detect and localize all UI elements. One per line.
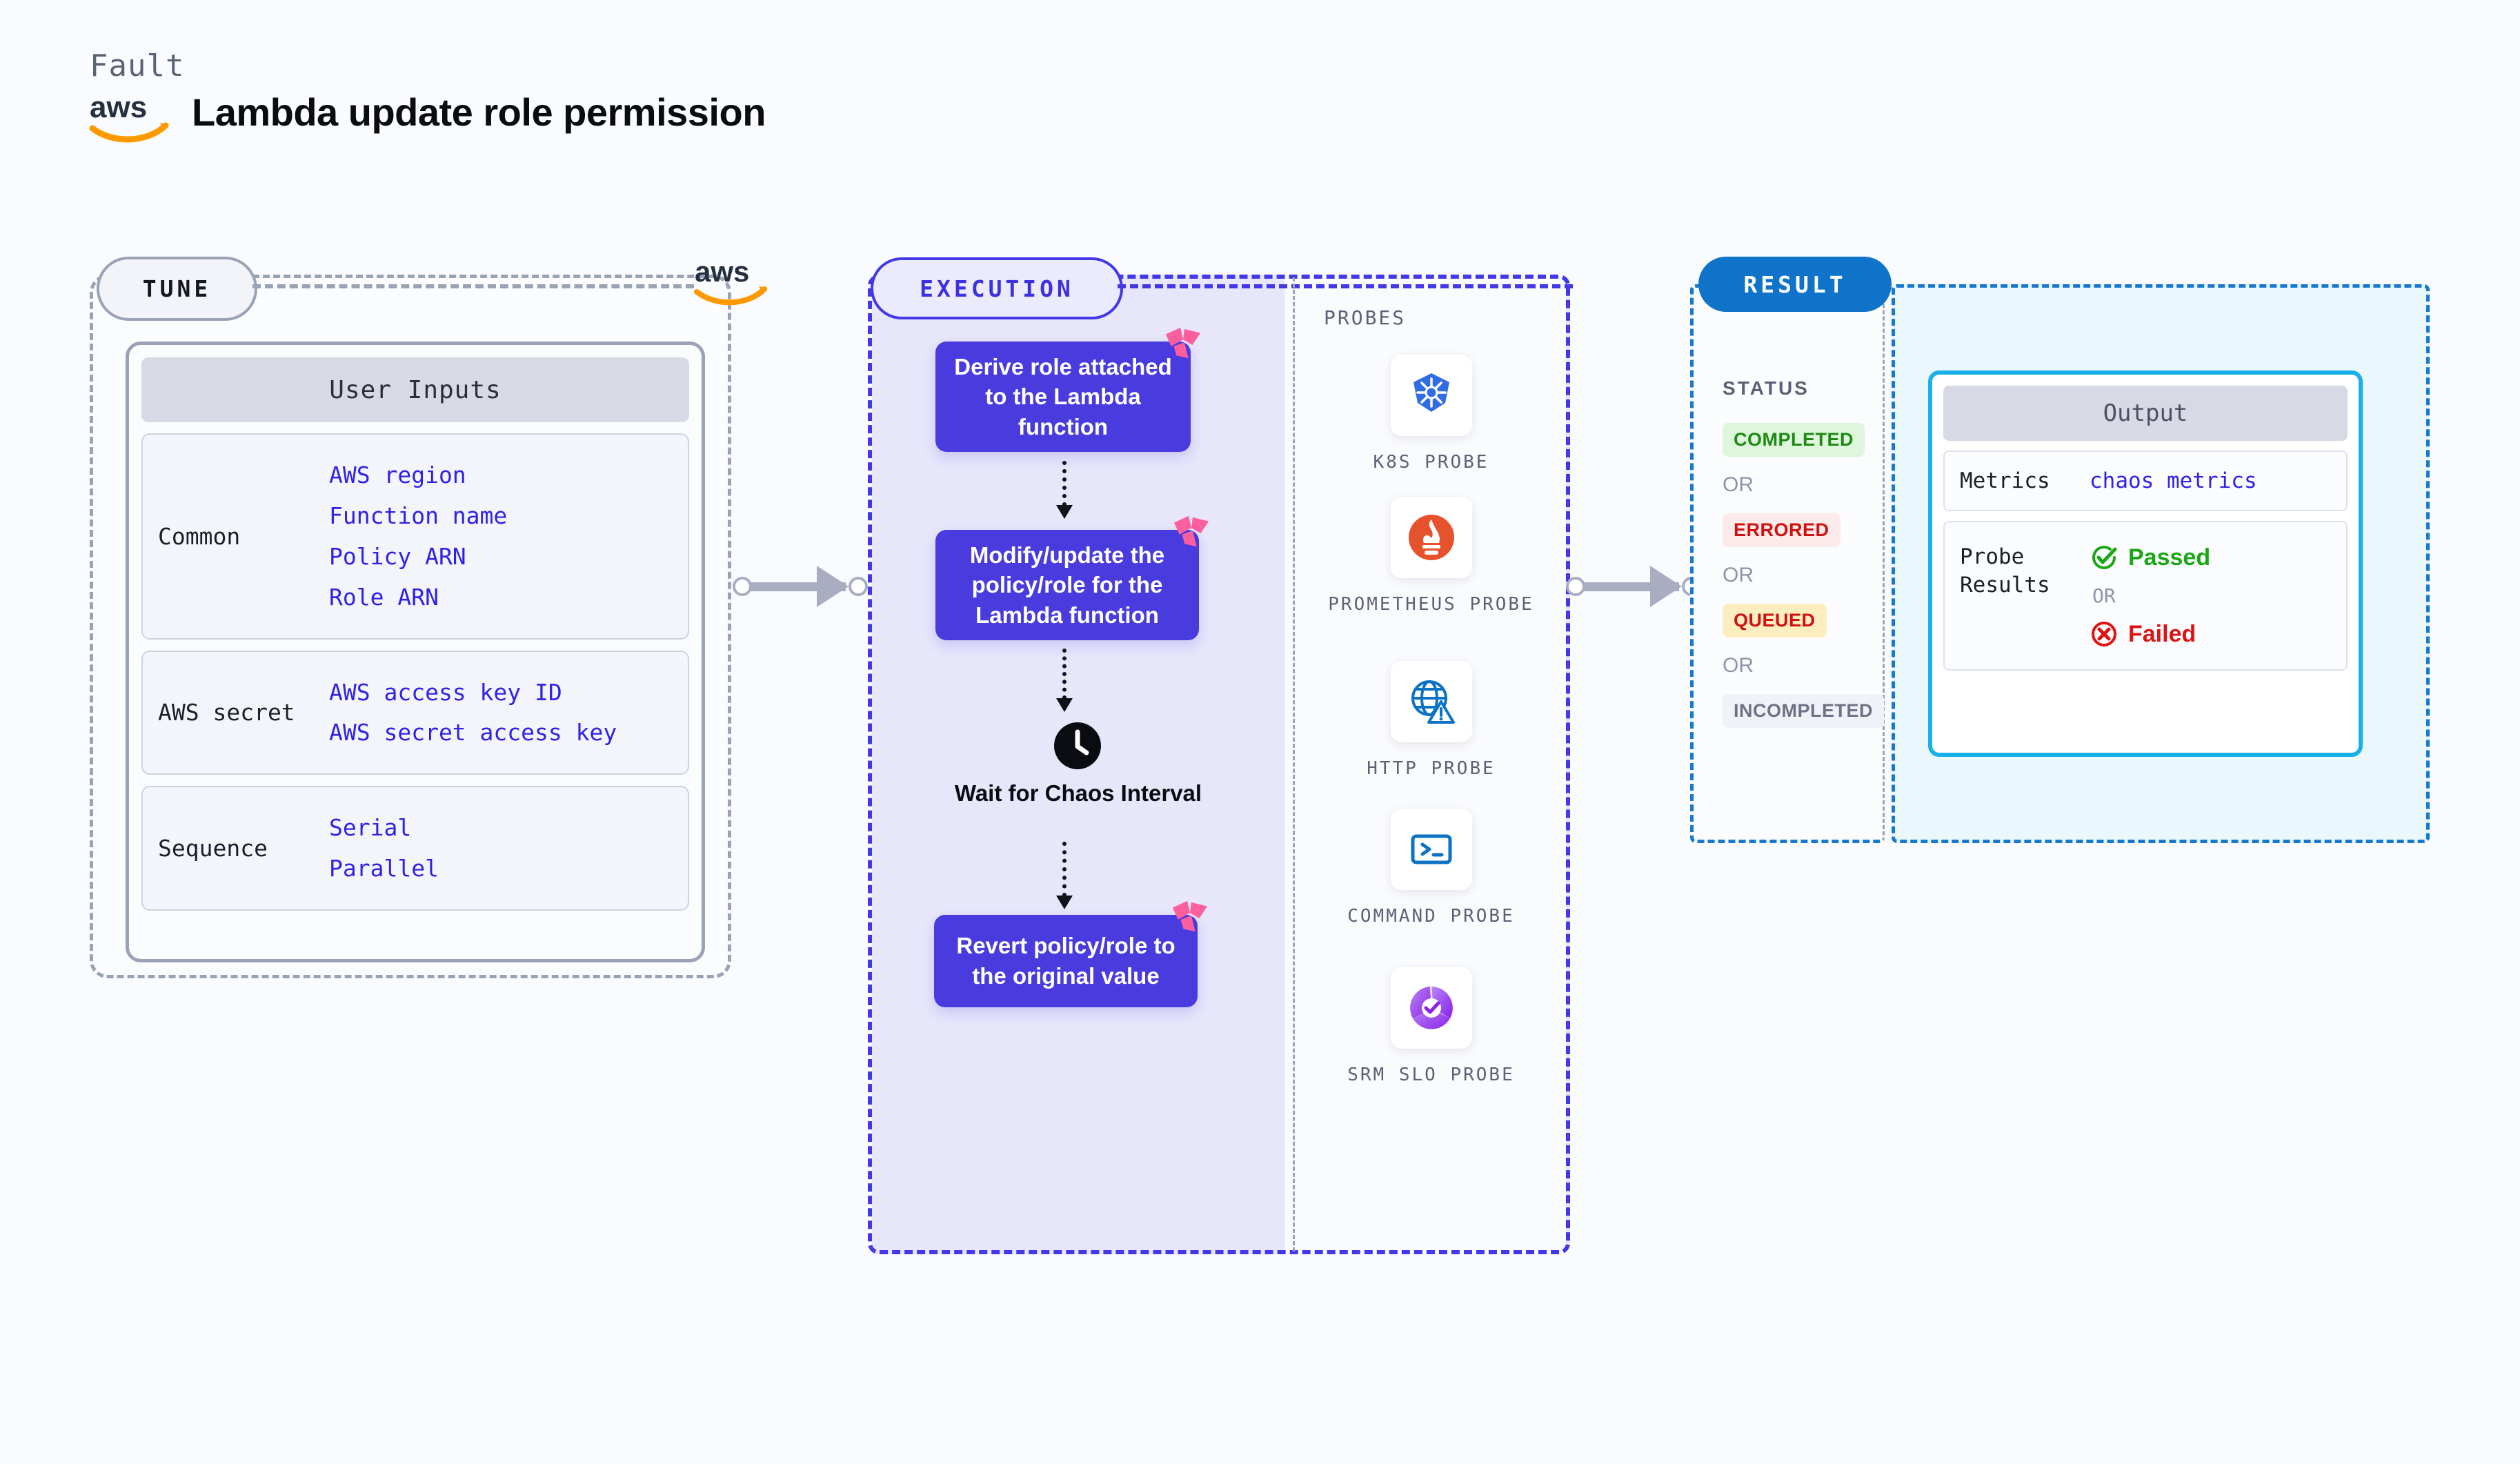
probe-item-http[interactable]: HTTP PROBE [1318,661,1545,782]
prometheus-icon [1408,515,1454,560]
output-row-metrics: Metrics chaos metrics [1943,451,2348,512]
input-field-name[interactable]: AWS secret access key [329,719,617,746]
execution-step-revert-policy[interactable]: Revert policy/role to the original value [934,900,1208,1007]
probe-label: SRM SLO PROBE [1347,1065,1515,1085]
input-group-label: AWS secret [158,699,295,726]
input-field-name[interactable]: Serial [329,814,412,842]
probe-item-k8s[interactable]: K8S PROBE [1318,355,1545,476]
input-group-common: Common AWS region Function name Policy A… [141,433,689,640]
output-row-label: Probe Results [1960,544,2050,597]
execution-step-label: Modify/update the policy/role for the La… [969,542,1165,628]
probe-item-prometheus[interactable]: PROMETHEUS PROBE [1318,497,1545,618]
probe-tile [1390,967,1472,1049]
connector-execution-result [1566,566,1701,607]
flow-connector-arrow [1056,842,1073,909]
probe-label: K8S PROBE [1373,452,1489,473]
input-field-name[interactable]: Policy ARN [329,542,466,570]
status-or-label: OR [1723,654,1754,677]
output-row-probe-results: Probe Results Passed OR Failed [1943,521,2348,671]
output-header: Output [1943,386,2348,441]
http-globe-warning-icon [1411,680,1455,724]
probe-item-srm-slo[interactable]: SRM SLO PROBE [1318,967,1545,1089]
input-group-label: Common [158,522,241,550]
input-field-name[interactable]: Function name [329,502,508,529]
input-group-sequence: Sequence Serial Parallel [141,786,689,911]
probe-tile [1390,355,1472,436]
probes-panel: PROBES K8S PROBE [1293,277,1567,1252]
input-field-name[interactable]: Parallel [329,855,439,882]
execution-pill-label: EXECUTION [871,257,1123,319]
input-group-aws-secret: AWS secret AWS access key ID AWS secret … [141,650,689,775]
probe-item-command[interactable]: COMMAND PROBE [1318,809,1545,930]
status-or-label: OR [1723,564,1754,586]
page-title: Lambda update role permission [192,90,766,134]
probe-tile [1390,809,1472,890]
status-badge-completed: COMPLETED [1723,423,1865,457]
probe-label: COMMAND PROBE [1347,906,1515,927]
result-status-panel: STATUS COMPLETED OR ERRORED OR QUEUED OR… [1690,284,1885,843]
input-field-name[interactable]: AWS access key ID [329,678,562,706]
flow-connector-arrow [1056,649,1073,712]
result-pill-label: RESULT [1698,257,1892,312]
svg-text:aws: aws [90,90,147,124]
execution-connector-line [1118,284,1573,288]
tune-pill-label: TUNE [97,257,257,321]
probe-tile [1390,497,1472,578]
input-field-name[interactable]: AWS region [329,462,466,488]
check-circle-icon [2092,546,2117,570]
status-or-label: OR [1723,473,1754,496]
probe-tile [1390,661,1472,742]
x-circle-icon [2092,622,2116,647]
fault-kicker: Fault [90,48,185,83]
result-output-panel: Output Metrics chaos metrics Probe Resul… [1892,284,2430,843]
clock-icon [1054,722,1101,769]
flow-connector-arrow [1056,461,1073,519]
kubernetes-icon [1413,373,1449,412]
user-inputs-card: User Inputs Common AWS region Function n… [126,342,705,962]
probe-label: HTTP PROBE [1367,758,1496,779]
litmus-badge-icon [1165,327,1201,359]
status-badge-errored: ERRORED [1723,513,1841,547]
srm-slo-donut-icon [1409,987,1453,1029]
execution-step-label: Derive role attached to the Lambda funct… [954,353,1172,439]
probe-verdict-or: OR [2092,584,2116,608]
output-row-label: Metrics [1960,468,2050,493]
status-badge-incompleted: INCOMPLETED [1723,694,1885,728]
output-row-value[interactable]: chaos metrics [2090,468,2257,494]
wait-for-chaos-interval-label: Wait for Chaos Interval [954,780,1202,806]
input-group-label: Sequence [158,835,268,862]
status-title: STATUS [1723,377,1809,399]
litmus-badge-icon [1172,900,1208,932]
probe-verdict-passed: Passed [2090,543,2210,572]
probe-verdict-label: Passed [2128,544,2211,571]
connector-tune-execution [733,566,868,607]
terminal-icon [1411,834,1451,864]
output-card: Output Metrics chaos metrics Probe Resul… [1928,370,2363,757]
probe-label: PROMETHEUS PROBE [1328,594,1534,615]
probes-title: PROBES [1324,306,1407,329]
execution-step-modify-policy[interactable]: Modify/update the policy/role for the La… [935,515,1209,640]
tune-aws-connector-line [252,284,694,288]
litmus-badge-icon [1173,515,1209,547]
svg-text:aws: aws [695,255,749,288]
probe-verdict-failed: Failed [2090,620,2210,649]
input-field-name[interactable]: Role ARN [329,583,439,611]
execution-step-derive-role[interactable]: Derive role attached to the Lambda funct… [935,327,1201,452]
status-badge-queued: QUEUED [1723,604,1827,637]
probe-verdict-label: Failed [2128,620,2196,647]
aws-logo: aws [89,90,169,143]
user-inputs-header: User Inputs [141,357,689,422]
aws-logo-tune: aws [694,255,767,306]
execution-step-label: Revert policy/role to the original value [956,933,1175,989]
